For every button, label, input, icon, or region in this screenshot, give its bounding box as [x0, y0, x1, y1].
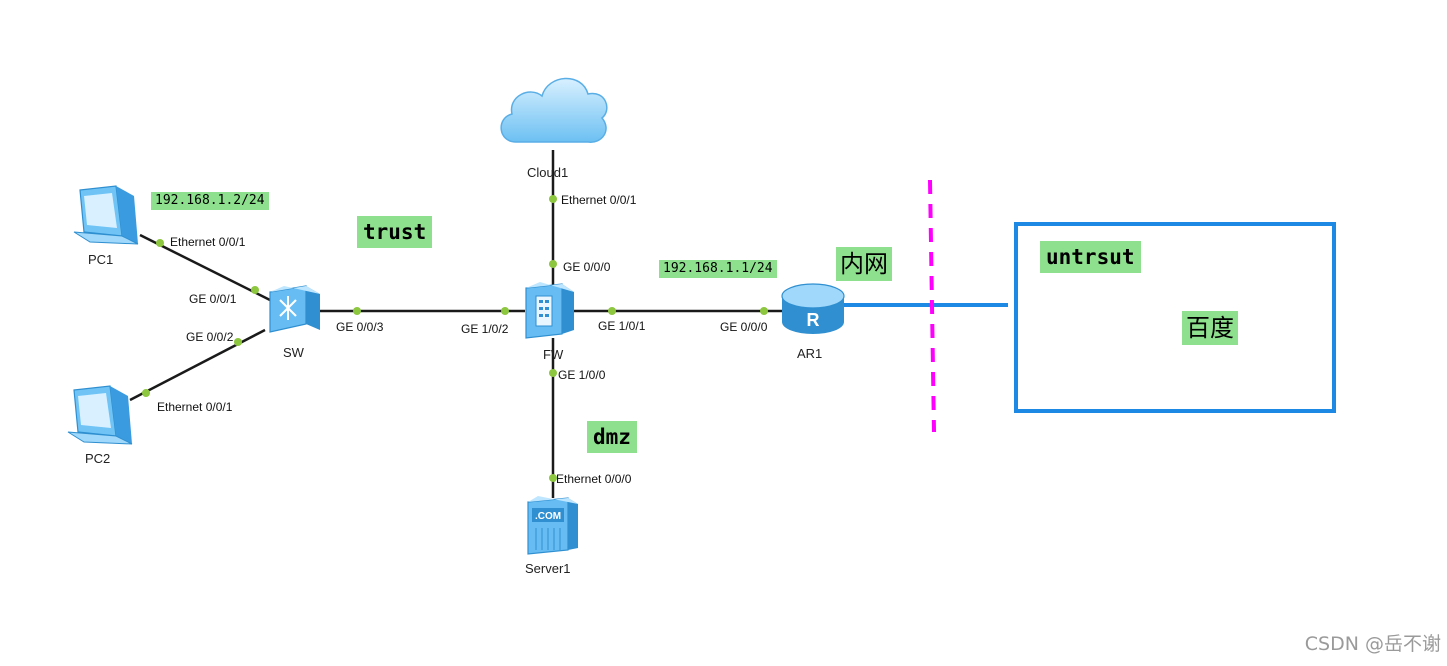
port-dot [549, 474, 557, 482]
port-label: GE 0/0/2 [186, 330, 234, 344]
pc-icon[interactable] [67, 385, 133, 445]
port-label: GE 0/0/1 [189, 292, 237, 306]
port-dot [142, 389, 150, 397]
port-dot [353, 307, 361, 315]
port-dot [549, 195, 557, 203]
port-dot [549, 369, 557, 377]
router-letter: R [807, 310, 820, 330]
boundary-line [928, 179, 936, 433]
server-icon[interactable]: .COM [527, 496, 578, 555]
untrust-zone-box [1014, 222, 1336, 413]
port-dot [501, 307, 509, 315]
device-label-fw: FW [543, 347, 564, 362]
zone-tag-trust: trust [357, 216, 433, 248]
port-label: Ethernet 0/0/1 [561, 193, 637, 207]
port-label: GE 0/0/0 [563, 260, 611, 274]
port-label: GE 0/0/0 [720, 320, 768, 334]
server-badge: .COM [535, 511, 561, 522]
link-pc2-sw[interactable] [129, 328, 266, 402]
port-label: Ethernet 0/0/1 [170, 235, 246, 249]
port-label: Ethernet 0/0/1 [157, 400, 233, 414]
device-label-ar1: AR1 [797, 346, 823, 361]
port-dots [142, 195, 768, 482]
ip-tag-ar1: 192.168.1.1/24 [659, 260, 777, 278]
firewall-icon[interactable] [525, 282, 574, 339]
port-dot [760, 307, 768, 315]
baidu-tag: 百度 [1182, 311, 1238, 345]
pc-icon[interactable] [73, 185, 139, 245]
port-dot [251, 286, 259, 294]
watermark: CSDN @岳不谢 [1304, 633, 1441, 655]
ip-tag-pc1: 192.168.1.2/24 [151, 192, 269, 210]
device-label-sw: SW [283, 345, 304, 360]
port-label: GE 1/0/0 [558, 368, 606, 382]
cloud-icon[interactable] [500, 77, 608, 143]
port-dot [234, 338, 242, 346]
intranet-tag: 内网 [836, 247, 892, 281]
port-dot [608, 307, 616, 315]
port-label: GE 0/0/3 [336, 320, 384, 334]
port-label: GE 1/0/1 [598, 319, 646, 333]
device-label-server1: Server1 [525, 561, 571, 576]
router-icon[interactable]: R [781, 283, 845, 334]
device-label-cloud1: Cloud1 [527, 165, 569, 180]
device-label-pc1: PC1 [88, 252, 114, 267]
port-label: GE 1/0/2 [461, 322, 509, 336]
switch-icon[interactable] [269, 285, 320, 333]
port-label: Ethernet 0/0/0 [556, 472, 632, 486]
port-dot [549, 260, 557, 268]
zone-tag-dmz: dmz [587, 421, 637, 453]
device-label-pc2: PC2 [85, 451, 111, 466]
port-dot [156, 239, 164, 247]
zone-tag-untrust: untrsut [1040, 241, 1141, 273]
